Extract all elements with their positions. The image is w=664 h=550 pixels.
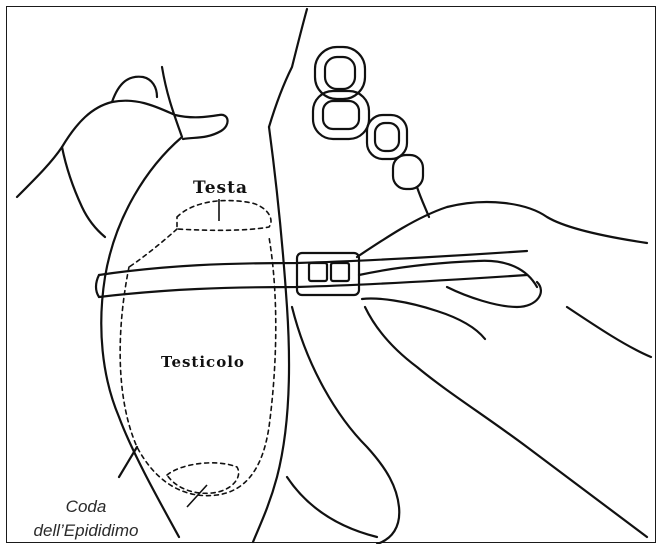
right-hand-outline [357,202,647,257]
left-testicle-inner-outline [253,127,289,542]
bead-4 [393,155,423,189]
right-testicle-bottom [287,477,377,537]
tail-caption: Coda dell’Epididimo [11,495,161,543]
testicle-label: Testicolo [161,353,245,371]
tail-caption-line-1: Coda [11,495,161,519]
buckle-window-right [331,263,349,281]
string [417,187,429,217]
testicle-pointer [187,485,207,507]
buckle-window-left [309,263,327,281]
right-hand-palm [365,307,647,537]
left-hand-thumb [112,77,157,102]
left-testicle-outline [101,67,182,537]
right-hand-wrist [567,307,651,357]
bead-1-inner [325,57,355,89]
orchidometer-illustration: Testa Testicolo [7,7,657,544]
epididymis-body-contour [129,229,177,267]
diagram-frame: Testa Testicolo Coda dell’Epididimo [6,6,656,543]
right-testicle-body [292,307,399,544]
bead-2-inner [323,101,359,129]
right-hand-thumb [447,282,541,307]
epididymis-head-contour [177,201,271,231]
bead-3-inner [375,123,399,151]
head-label: Testa [193,178,248,198]
right-testicle-outline [269,9,307,127]
left-hand-finger [62,147,105,237]
tail-pointer-line [119,447,137,477]
bead-3 [367,115,407,159]
strap-left-end [96,275,99,297]
tail-caption-line-2: dell’Epididimo [11,519,161,543]
